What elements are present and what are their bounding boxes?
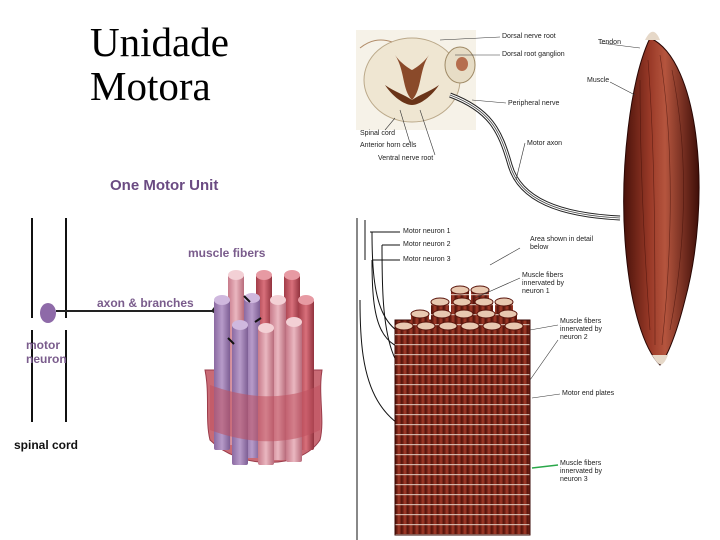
motor-axon-label: Motor axon [527, 140, 563, 147]
end-plates [227, 295, 262, 345]
motor-end-plates-label: Motor end plates [562, 390, 615, 397]
motor-neuron-1-label: Motor neuron 1 [403, 228, 451, 235]
motor-neuron-3-label: Motor neuron 3 [403, 256, 451, 263]
ventral-root-label: Ventral nerve root [378, 155, 434, 162]
motor-neuron-2-label: Motor neuron 2 [403, 241, 451, 248]
area-shown-label: Area shown in detail below [530, 236, 594, 251]
slide-title: Unidade Motora [90, 20, 229, 108]
peripheral-nerve-label: Peripheral nerve [508, 100, 560, 107]
anterior-horn-label: Anterior horn cells [360, 142, 417, 149]
tendon-bottom [652, 355, 668, 365]
axon-branches-label: axon & branches [97, 296, 194, 310]
muscle-fiber-bundle [204, 270, 323, 465]
muscle-fibers-label: muscle fibers [188, 246, 266, 260]
right-top-diagram [356, 30, 700, 366]
spinal-cord-top-label: Spinal cord [360, 130, 396, 137]
spinal-cord-label: spinal cord [14, 438, 79, 452]
title-line-2: Motora [90, 63, 211, 109]
dorsal-ganglion-label: Dorsal root ganglion [502, 51, 565, 58]
tendon-top [645, 31, 660, 40]
left-panel-diagram [31, 218, 323, 465]
motor-neuron-body [40, 303, 56, 323]
one-motor-unit-heading: One Motor Unit [110, 177, 219, 194]
dorsal-root-label: Dorsal nerve root [502, 33, 556, 40]
fibers-neuron-3-label: Muscle fibers innervated by neuron 3 [560, 460, 603, 483]
fiber-bundle-detail [394, 285, 531, 536]
muscle-label: Muscle [587, 77, 610, 84]
muscle-belly [623, 37, 700, 366]
spinal-cord-cross-section [356, 30, 476, 130]
fibers-neuron-2-label: Muscle fibers innervated by neuron 2 [560, 318, 603, 341]
title-line-1: Unidade [90, 19, 229, 65]
right-bottom-diagram [356, 218, 561, 540]
tendon-label: Tendon [598, 39, 621, 46]
motor-neuron-label: motor neuron [26, 338, 67, 366]
spinal-cord-gap [31, 318, 67, 330]
fibers-neuron-1-label: Muscle fibers innervated by neuron 1 [522, 272, 565, 295]
